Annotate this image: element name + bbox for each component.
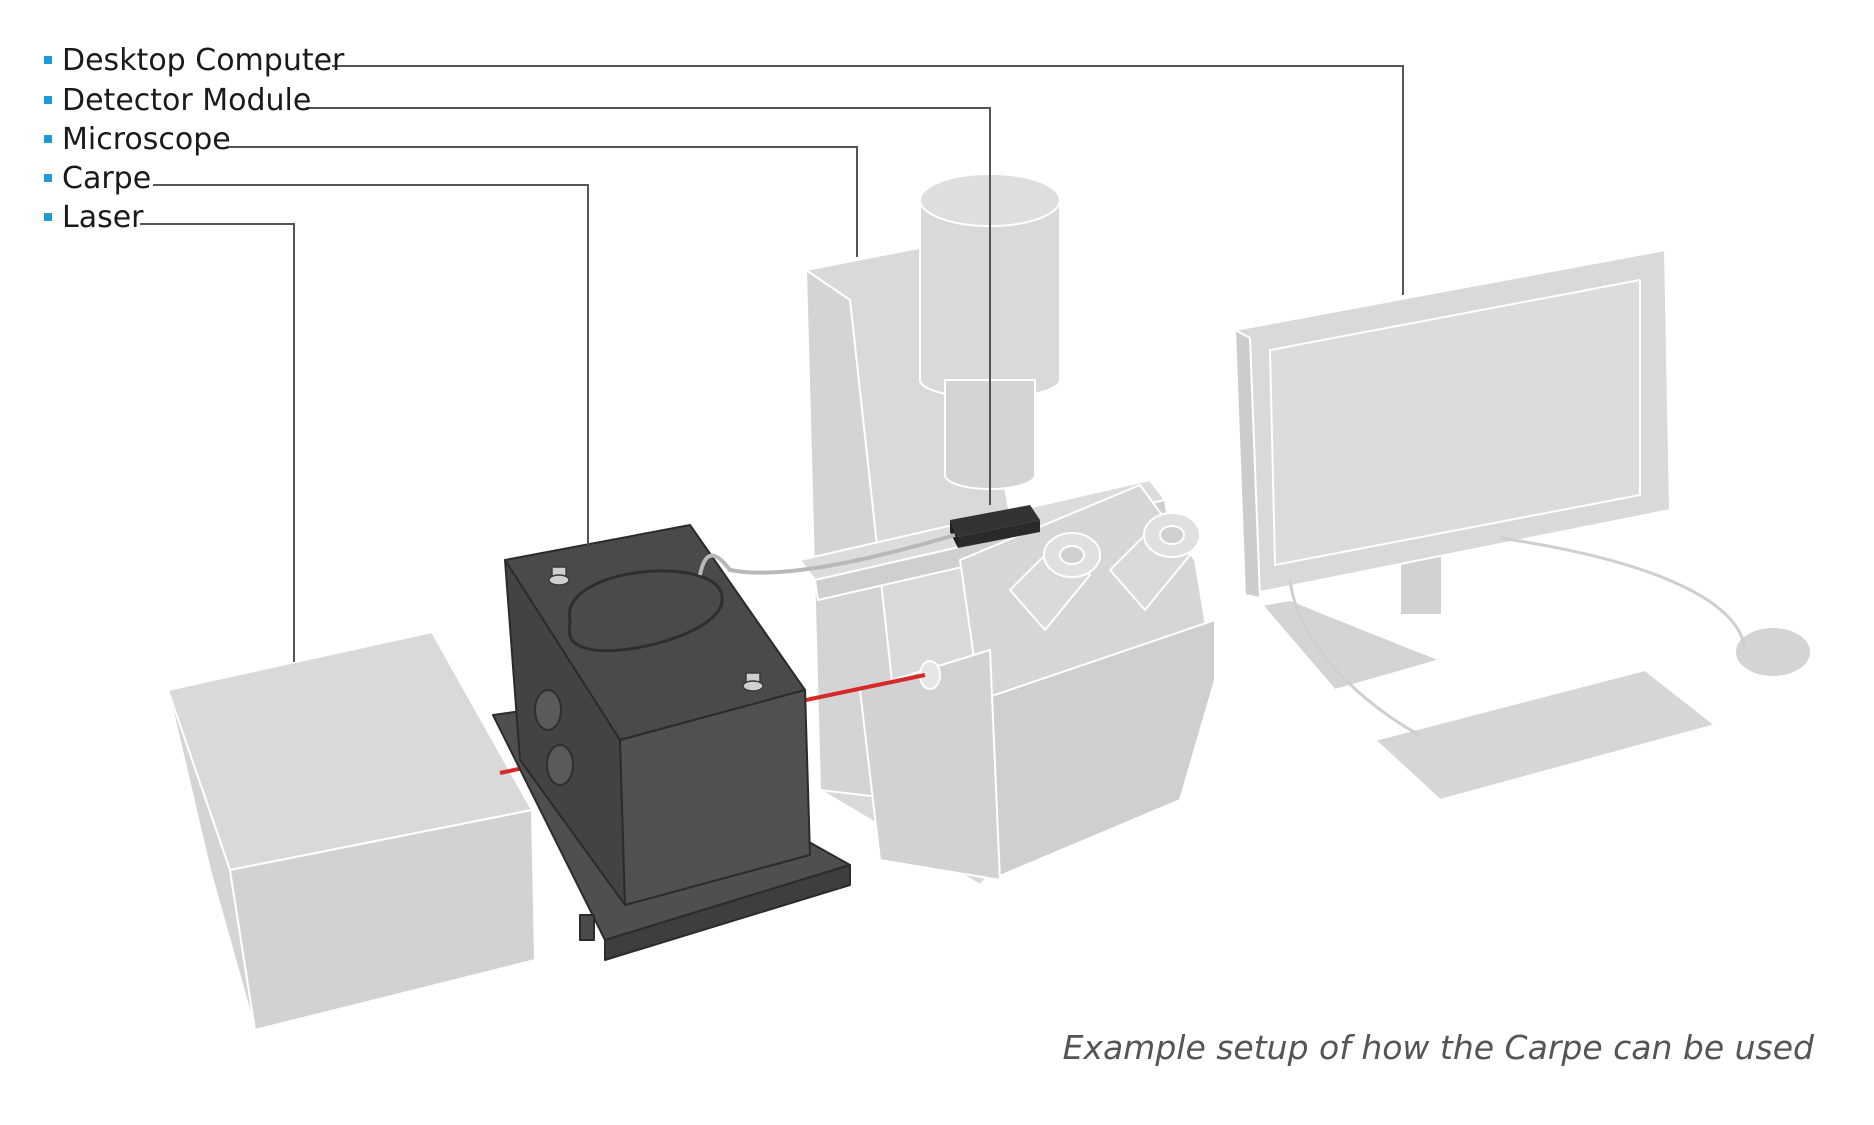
label-text: Microscope (62, 121, 231, 157)
leader-lines (140, 65, 1404, 662)
bullet-square-icon (44, 213, 52, 221)
carpe (492, 524, 851, 961)
label-text: Desktop Computer (62, 42, 345, 78)
fiber-cable (698, 533, 956, 576)
figure-caption: Example setup of how the Carpe can be us… (1062, 1028, 1814, 1067)
laser (167, 631, 536, 1031)
leader-desktop-computer (332, 65, 1404, 295)
label-carpe: Carpe (44, 158, 151, 198)
microscope (799, 173, 1216, 886)
leader-microscope (228, 146, 858, 257)
bullet-square-icon (44, 56, 52, 64)
label-laser: Laser (44, 197, 144, 237)
leader-carpe (153, 184, 589, 545)
label-detector-module: Detector Module (44, 80, 311, 120)
label-text: Detector Module (62, 82, 312, 118)
desktop-computer (1234, 249, 1812, 801)
label-text: Carpe (62, 160, 152, 196)
leader-detector-module (306, 107, 991, 505)
label-microscope: Microscope (44, 119, 231, 159)
label-desktop-computer: Desktop Computer (44, 40, 344, 80)
label-text: Laser (62, 199, 144, 235)
laser-beam-to-microscope (805, 673, 926, 702)
bullet-square-icon (44, 96, 52, 104)
leader-laser (140, 223, 295, 662)
bullet-square-icon (44, 135, 52, 143)
bullet-square-icon (44, 174, 52, 182)
